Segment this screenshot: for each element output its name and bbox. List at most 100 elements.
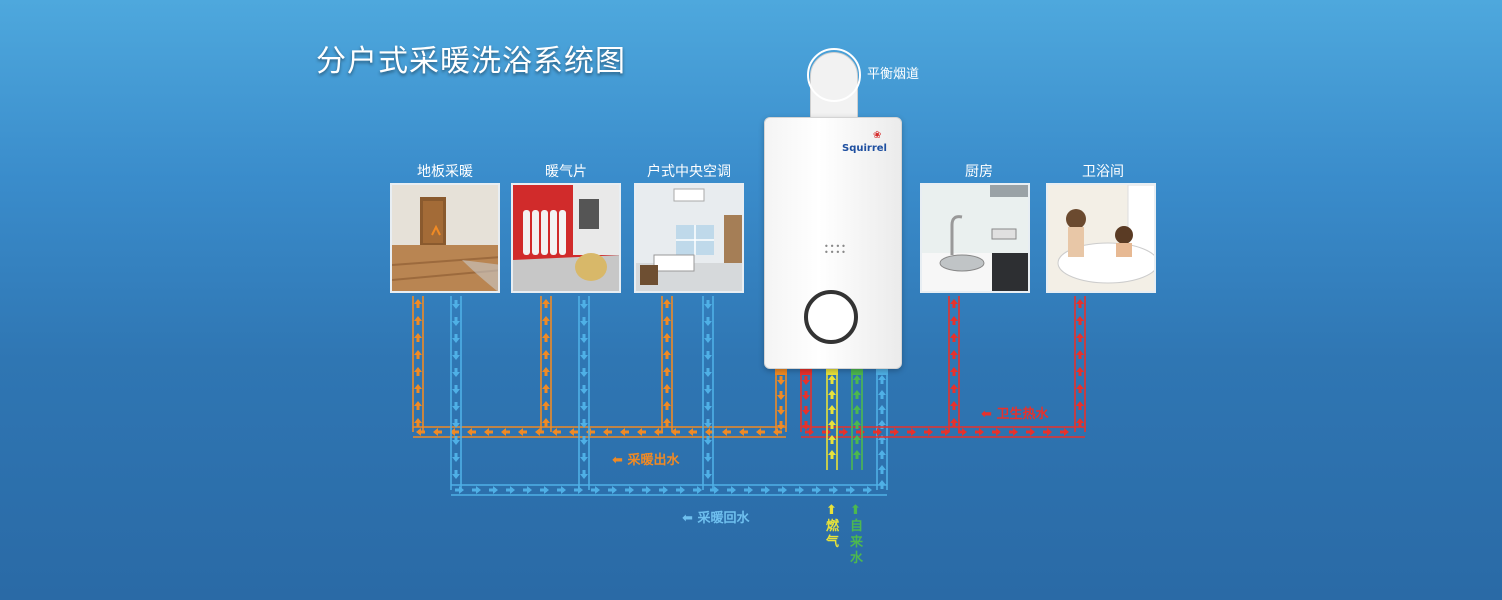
heating-return-drop-arrow (580, 351, 588, 360)
heating-out-drop-arrow (777, 406, 785, 415)
hot-water-header-arrow (1009, 428, 1018, 436)
arrow-left-icon: ⬅ (612, 453, 623, 468)
heating-out-header-arrow (773, 428, 782, 436)
heating-out-header-arrow (433, 428, 442, 436)
hot-water-header-arrow (958, 428, 967, 436)
radiator-photo (511, 183, 621, 293)
hot-water-riser-arrow (950, 299, 958, 308)
heating-out-riser-arrow (414, 316, 422, 325)
arrow-up-icon: ⬆ (850, 503, 861, 518)
heating-return-drop-arrow (452, 351, 460, 360)
hot-water-riser-arrow (950, 316, 958, 325)
gas-pipe-arrow (828, 405, 836, 414)
heating-return-header-arrow (778, 486, 787, 494)
hot-water-drop-arrow (802, 376, 810, 385)
hot-water-header-arrow (941, 428, 950, 436)
hot-water-header-arrow (1043, 428, 1052, 436)
heating-return-drop-arrow (452, 300, 460, 309)
heating-out-header-arrow (654, 428, 663, 436)
hot-water-header-arrow (805, 428, 814, 436)
heating-out-riser-arrow (663, 316, 671, 325)
tap-water-pipe-arrow (853, 420, 861, 429)
heating-out-header-arrow (467, 428, 476, 436)
heating-out-riser-arrow (663, 333, 671, 342)
hot-water-header-arrow (924, 428, 933, 436)
heating-return-riser-arrow (878, 375, 886, 384)
heating-out-header-arrow (637, 428, 646, 436)
outlet-color-tab (826, 369, 838, 375)
outlet-color-tab (800, 369, 812, 375)
hot-water-riser-arrow (1076, 384, 1084, 393)
heating-return-header-arrow (455, 486, 464, 494)
heating-return-drop-arrow (580, 334, 588, 343)
label-sanitary-hot: ⬅ 卫生热水 (981, 403, 1048, 422)
heating-return-header-arrow (863, 486, 872, 494)
heating-return-header-arrow (472, 486, 481, 494)
hot-water-header-arrow (856, 428, 865, 436)
heating-return-header-arrow (540, 486, 549, 494)
gas-pipe-arrow (828, 450, 836, 459)
room-label-kitchen: 厨房 (965, 164, 993, 180)
heating-out-riser-arrow (414, 418, 422, 427)
heating-return-riser-arrow (878, 405, 886, 414)
heating-return-header-arrow (625, 486, 634, 494)
heating-out-header-arrow (756, 428, 765, 436)
heating-out-riser-arrow (542, 367, 550, 376)
heating-out-header-arrow (535, 428, 544, 436)
heating-out-drop-arrow (777, 391, 785, 400)
heating-return-header-arrow (659, 486, 668, 494)
heating-return-drop-arrow (704, 453, 712, 462)
heating-return-header-arrow (727, 486, 736, 494)
heating-out-riser-arrow (414, 367, 422, 376)
brand-label: Squirrel (842, 143, 887, 154)
heating-out-riser-arrow (414, 333, 422, 342)
heating-out-riser-arrow (663, 350, 671, 359)
room-label-radiator: 暖气片 (545, 164, 587, 180)
flue-label: 平衡烟道 (867, 67, 920, 82)
heating-out-header-arrow (552, 428, 561, 436)
heating-return-header-arrow (608, 486, 617, 494)
heating-out-header-arrow (739, 428, 748, 436)
outlet-color-tab (876, 369, 888, 375)
heating-return-riser-arrow (878, 420, 886, 429)
heating-return-drop-arrow (580, 385, 588, 394)
heating-return-header-arrow (506, 486, 515, 494)
heating-return-drop-arrow (704, 334, 712, 343)
heating-return-drop-arrow (580, 436, 588, 445)
outlet-color-tab (775, 369, 787, 375)
heating-out-riser-arrow (414, 350, 422, 359)
central-ac-photo (634, 183, 744, 293)
tap-water-pipe-arrow (853, 390, 861, 399)
tap-water-pipe-arrow (853, 375, 861, 384)
hot-water-drop-arrow (802, 406, 810, 415)
heating-out-header-arrow (671, 428, 680, 436)
heating-out-riser-arrow (542, 418, 550, 427)
heating-return-drop-arrow (580, 470, 588, 479)
heating-out-header-arrow (705, 428, 714, 436)
heating-return-drop-arrow (704, 402, 712, 411)
label-gas: ⬆ 燃气 (826, 503, 840, 551)
heating-out-riser-arrow (663, 418, 671, 427)
gas-pipe-arrow (828, 375, 836, 384)
heating-return-drop-arrow (580, 453, 588, 462)
gas-text: 燃气 (826, 519, 840, 550)
hot-water-riser-arrow (950, 333, 958, 342)
hot-water-header-arrow (890, 428, 899, 436)
heating-out-riser-arrow (414, 299, 422, 308)
heating-out-header-arrow (603, 428, 612, 436)
control-knob (804, 290, 858, 344)
heating-out-header-arrow (722, 428, 731, 436)
heating-out-riser-arrow (542, 333, 550, 342)
heating-return-drop-arrow (580, 368, 588, 377)
heating-return-drop-arrow (704, 368, 712, 377)
heating-return-header-arrow (710, 486, 719, 494)
label-tap-water: ⬆ 自来水 (850, 503, 864, 567)
heating-return-drop-arrow (452, 334, 460, 343)
heating-out-riser-arrow (542, 350, 550, 359)
arrow-left-icon: ⬅ (981, 407, 992, 422)
heating-return-header-arrow (489, 486, 498, 494)
tap-water-text: 自来水 (850, 519, 864, 566)
heating-return-text: 采暖回水 (697, 511, 750, 526)
heating-return-drop-arrow (704, 385, 712, 394)
